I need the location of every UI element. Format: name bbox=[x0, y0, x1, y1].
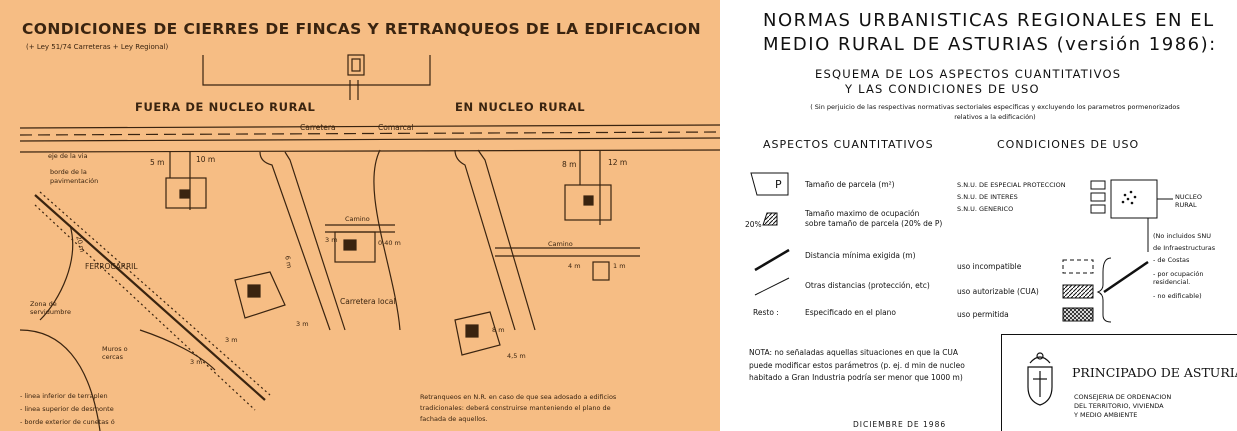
legend-title-2: MEDIO RURAL DE ASTURIAS (versión 1986): bbox=[763, 34, 1217, 55]
condiciones-heading: CONDICIONES DE USO bbox=[997, 138, 1140, 151]
fecha-text: DICIEMBRE DE 1986 bbox=[853, 420, 947, 429]
linea-inferior: - linea inferior de terraplen bbox=[20, 392, 108, 400]
consejeria-line-3: Y MEDIO AMBIENTE bbox=[1074, 411, 1138, 419]
occ-label-2: sobre tamaño de parcela (20% de P) bbox=[805, 219, 943, 228]
legend-subtitle-2: Y LAS CONDICIONES DE USO bbox=[845, 82, 1040, 96]
dist-5m: 5 m bbox=[150, 158, 165, 167]
legend-drawing bbox=[750, 172, 1173, 323]
principado-logo-box: PRINCIPADO DE ASTURIAS CONSEJERIA DE ORD… bbox=[1001, 334, 1237, 431]
zona-label: Zona de servidumbre bbox=[30, 300, 71, 316]
legend-title-1: NORMAS URBANISTICAS REGIONALES EN EL bbox=[763, 10, 1215, 31]
ferrocarril-label: FERROCARRIL bbox=[85, 262, 138, 271]
infraestructuras: de Infraestructuras bbox=[1153, 244, 1216, 252]
snu-interes: S.N.U. DE INTERES bbox=[957, 193, 1018, 201]
consejeria-line-1: CONSEJERIA DE ORDENACION bbox=[1074, 393, 1172, 401]
dist-min-label: Distancia mínima exigida (m) bbox=[805, 251, 916, 260]
consejeria-line-2: DEL TERRITORIO, VIVIENDA bbox=[1074, 402, 1164, 410]
borde-label: borde de la pavimentación bbox=[50, 168, 99, 185]
muros-label: Muros o cercas bbox=[102, 345, 128, 361]
dist-8m-b: 8 m bbox=[492, 326, 505, 334]
carretera-local-label: Carretera local bbox=[340, 297, 396, 306]
resto-label: Resto : bbox=[753, 308, 779, 317]
snu-generico: S.N.U. GENERICO bbox=[957, 205, 1014, 213]
left-diagram-drawing bbox=[19, 54, 720, 431]
otras-dist-label: Otras distancias (protección, etc) bbox=[805, 281, 930, 290]
dist-10m: 10 m bbox=[196, 155, 216, 164]
legend-subtitle-1: ESQUEMA DE LOS ASPECTOS CUANTITATIVOS bbox=[815, 67, 1122, 81]
p-label: Tamaño de parcela (m²) bbox=[805, 180, 895, 189]
asturias-crest-icon bbox=[1027, 352, 1053, 406]
dist-1m: 1 m bbox=[613, 262, 626, 270]
dist-4m: 4 m bbox=[568, 262, 581, 270]
linea-superior: - linea superior de desmonte bbox=[20, 405, 114, 413]
occ-label-1: Tamaño maximo de ocupación bbox=[805, 209, 920, 218]
dist-3m-c: 3 m bbox=[225, 336, 238, 344]
occ-percent: 20% bbox=[745, 220, 762, 229]
principado-name: PRINCIPADO DE ASTURIAS bbox=[1072, 365, 1237, 380]
aspectos-heading: ASPECTOS CUANTITATIVOS bbox=[763, 138, 934, 151]
uso-permitida: uso permitida bbox=[957, 310, 1009, 319]
diagram-title: CONDICIONES DE CIERRES DE FINCAS Y RETRA… bbox=[22, 20, 701, 38]
costas: - de Costas bbox=[1153, 256, 1190, 264]
uso-autorizable: uso autorizable (CUA) bbox=[957, 287, 1039, 296]
no-edificable: - no edificable) bbox=[1153, 292, 1202, 300]
dist-3m-d: 3 m bbox=[190, 358, 203, 366]
resto-desc: Especificado en el plano bbox=[805, 308, 897, 317]
diagram-subtitle: (+ Ley 51/74 Carreteras + Ley Regional) bbox=[26, 43, 169, 51]
legend-note: ( Sin perjuicio de las respectivas norma… bbox=[810, 103, 1180, 121]
fuera-nucleo-label: FUERA DE NUCLEO RURAL bbox=[135, 100, 316, 114]
p-symbol: P bbox=[775, 178, 782, 191]
dist-12m: 12 m bbox=[608, 158, 628, 167]
dist-8m: 8 m bbox=[562, 160, 577, 169]
nota-text: NOTA: no señaladas aquellas situaciones … bbox=[749, 348, 965, 382]
dist-040m: 0,40 m bbox=[378, 239, 401, 247]
nucleo-rural: NUCLEO RURAL bbox=[1175, 193, 1203, 209]
retranqueos-note: Retranqueos en N.R. en caso de que sea a… bbox=[420, 393, 617, 423]
camino-label-1: Camino bbox=[345, 215, 370, 223]
dist-3m: 3 m bbox=[325, 236, 338, 244]
borde-exterior: - borde exterior de cunetas ó bbox=[20, 418, 115, 426]
ocupacion: - por ocupación residencial. bbox=[1153, 270, 1204, 286]
eje-label: eje de la via bbox=[48, 152, 88, 160]
camino-label-2: Camino bbox=[548, 240, 573, 248]
dist-3m-b: 3 m bbox=[296, 320, 309, 328]
no-incluidos: (No incluidos SNU bbox=[1153, 232, 1211, 240]
left-diagram-panel: CONDICIONES DE CIERRES DE FINCAS Y RETRA… bbox=[0, 0, 720, 431]
right-legend-panel: NORMAS URBANISTICAS REGIONALES EN EL MED… bbox=[733, 0, 1237, 431]
en-nucleo-label: EN NUCLEO RURAL bbox=[455, 100, 586, 114]
carretera-label: Carretera bbox=[300, 123, 336, 132]
snu-especial: S.N.U. DE ESPECIAL PROTECCION bbox=[957, 181, 1066, 189]
dist-45m: 4,5 m bbox=[507, 352, 526, 360]
uso-incompatible: uso incompatible bbox=[957, 262, 1022, 271]
comarcal-label: Comarcal bbox=[378, 123, 414, 132]
